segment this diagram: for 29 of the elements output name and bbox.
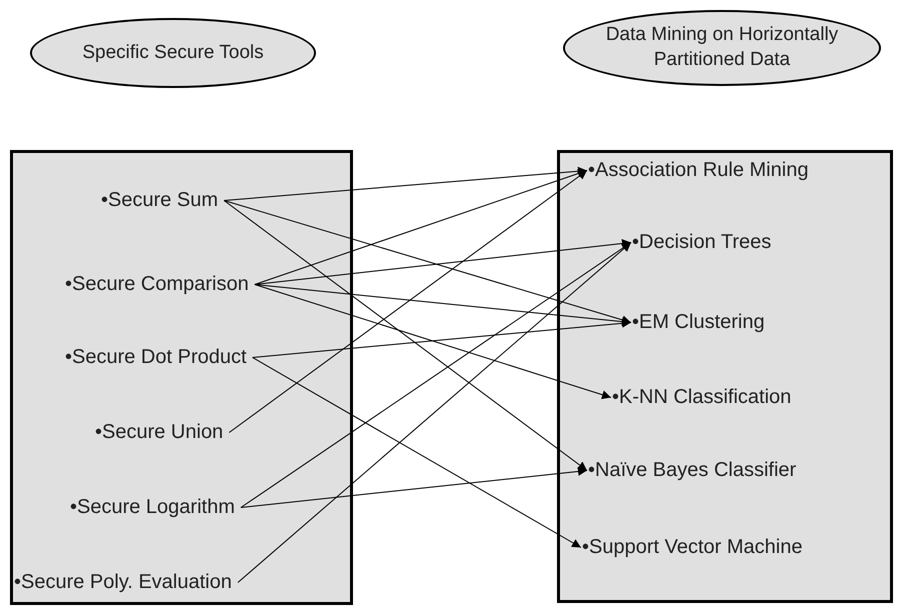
list-item: •Naïve Bayes Classifier (588, 459, 796, 482)
arrow (254, 284, 632, 326)
arrow (224, 166, 588, 201)
list-item: •Decision Trees (632, 231, 772, 254)
panel-box (557, 150, 893, 603)
heading-ellipse: Specific Secure Tools (30, 18, 316, 88)
heading-ellipse: Data Mining on Horizontally Partitioned Data (563, 10, 881, 86)
arrow (240, 242, 632, 508)
list-item: •Secure Sum (101, 189, 218, 212)
list-item: •Association Rule Mining (588, 159, 808, 182)
list-item: •Secure Union (95, 421, 224, 444)
list-item: •Secure Comparison (65, 273, 249, 296)
list-item: •K-NN Classification (612, 386, 792, 409)
arrow (240, 466, 588, 508)
panel-box (10, 150, 353, 605)
arrow (252, 357, 582, 548)
arrow (254, 169, 588, 285)
arrow (237, 242, 632, 583)
list-item: •Support Vector Machine (582, 536, 802, 559)
arrow (254, 239, 632, 285)
list-item: •Secure Poly. Evaluation (14, 571, 232, 594)
arrow (228, 170, 588, 433)
arrow (252, 318, 632, 358)
arrow (254, 284, 612, 400)
arrow (224, 200, 632, 324)
list-item: •EM Clustering (632, 311, 765, 334)
list-item: •Secure Dot Product (65, 346, 247, 369)
list-item: •Secure Logarithm (70, 496, 235, 519)
arrow (224, 200, 588, 471)
